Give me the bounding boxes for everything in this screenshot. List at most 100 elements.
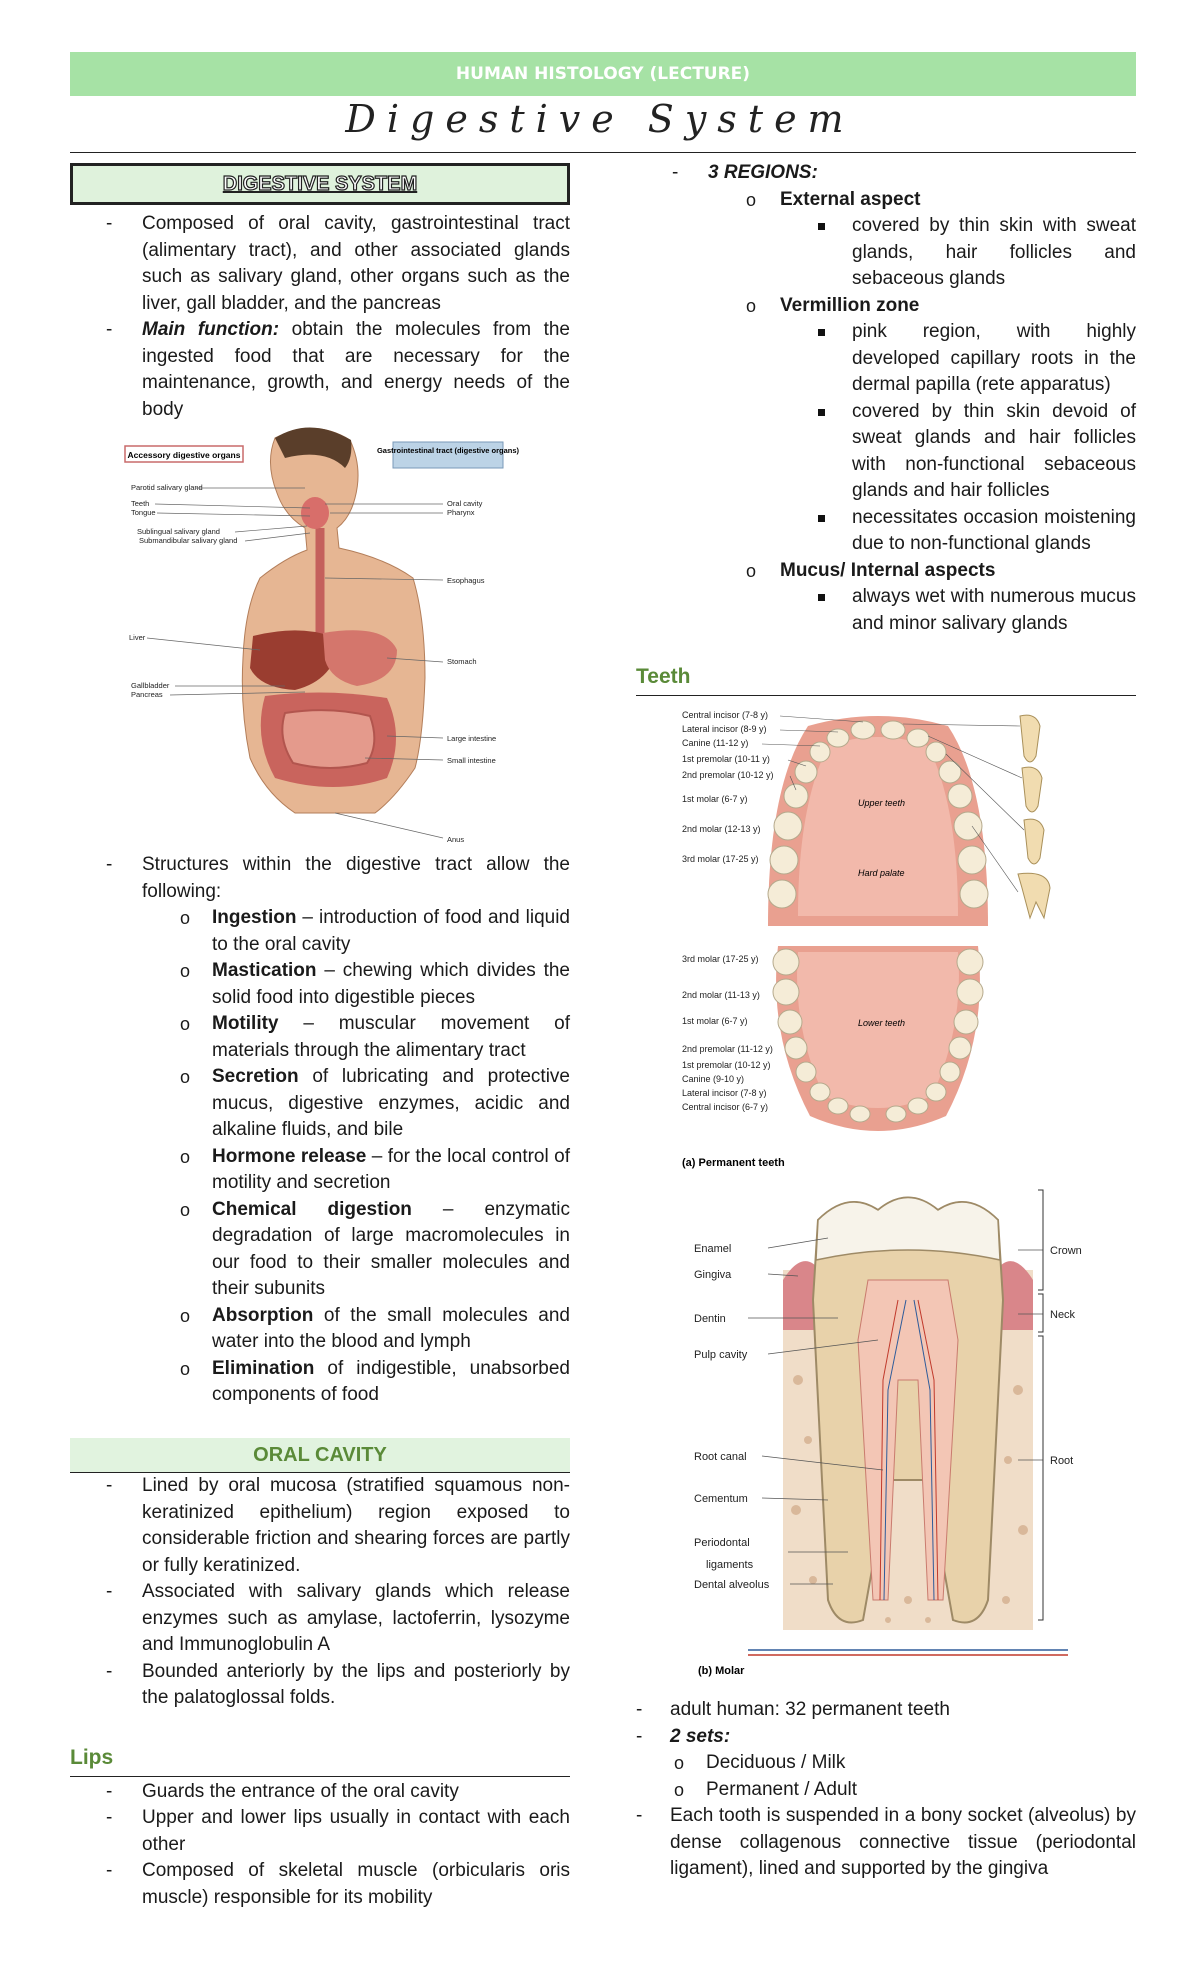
label-neck: Neck: [1050, 1309, 1076, 1321]
label-anus: Anus: [447, 835, 464, 844]
upper-label-central-incisor: Central incisor (7-8 y): [682, 710, 768, 720]
section-title-digestive: DIGESTIVE SYSTEM: [70, 163, 570, 205]
vermillion-detail-3: necessitates occasion moistening due to …: [672, 505, 1136, 558]
left-column-lower: Structures within the digestive tract al…: [70, 852, 570, 1409]
function-hormone-release: Hormone release – for the local control …: [70, 1144, 570, 1197]
right-organ-labels: Oral cavity Pharynx Esophagus Stomach La…: [447, 499, 496, 844]
label-large-intestine: Large intestine: [447, 734, 496, 743]
label-teeth: Teeth: [131, 499, 149, 508]
pulp-cavity-shape: [857, 1279, 959, 1601]
label-root: Root: [1050, 1455, 1073, 1467]
upper-label-lateral-incisor: Lateral incisor (8-9 y): [682, 724, 767, 734]
function-mastication: Mastication – chewing which divides the …: [70, 958, 570, 1011]
function-ingestion: Ingestion – introduction of food and liq…: [70, 905, 570, 958]
lower-teeth-row: [772, 948, 984, 1123]
main-function-text: obtain the molecules from the ingested f…: [142, 319, 570, 420]
nerves: [883, 1299, 935, 1601]
bullet-socket: Each tooth is suspended in a bony socket…: [636, 1803, 1136, 1883]
label-pancreas: Pancreas: [131, 690, 163, 699]
molar-left-labels: Enamel Gingiva Dentin Pulp cavity Root c…: [694, 1243, 770, 1591]
blood-vessels: [879, 1299, 939, 1601]
tongue-area-shape: [797, 952, 959, 1108]
label-submandibular: Submandibular salivary gland: [139, 536, 237, 545]
lips-bullet-2: Upper and lower lips usually in contact …: [70, 1805, 570, 1858]
label-gingiva: Gingiva: [694, 1269, 732, 1281]
label-crown: Crown: [1050, 1245, 1082, 1257]
oral-bullet-1: Lined by oral mucosa (stratified squamou…: [70, 1473, 570, 1579]
enamel-shape: [815, 1196, 1001, 1261]
vermillion-detail-1: pink region, with highly developed capil…: [672, 319, 1136, 399]
label-parotid: Parotid salivary gland: [131, 483, 203, 492]
label-tongue: Tongue: [131, 508, 156, 517]
upper-label-3rd-molar: 3rd molar (17-25 y): [682, 854, 759, 864]
lower-label-central-incisor: Central incisor (6-7 y): [682, 1102, 768, 1112]
small-intestine-shape: [281, 709, 376, 769]
left-organ-labels: Parotid salivary gland Teeth Tongue Subl…: [129, 483, 237, 699]
label-root-canal: Root canal: [694, 1451, 747, 1463]
external-aspect-item: External aspect: [672, 187, 1136, 214]
molar-leader-lines: [748, 1237, 1043, 1585]
label-cementum: Cementum: [694, 1493, 748, 1505]
lips-regions: 3 REGIONS: External aspect covered by th…: [672, 160, 1136, 637]
lower-label-3rd-molar: 3rd molar (17-25 y): [682, 954, 759, 964]
bullet-main-function: Main function: obtain the molecules from…: [70, 317, 570, 423]
function-elimination: Elimination of indigestible, unabsorbed …: [70, 1356, 570, 1409]
lower-tooth-labels: 3rd molar (17-25 y) 2nd molar (11-13 y) …: [682, 954, 773, 1112]
oral-cavity-shape: [301, 497, 329, 529]
lower-label-1st-molar: 1st molar (6-7 y): [682, 1016, 748, 1026]
function-motility: Motility – muscular movement of material…: [70, 1011, 570, 1064]
label-ligaments: ligaments: [706, 1559, 754, 1571]
label-dental-alveolus: Dental alveolus: [694, 1579, 770, 1591]
lips-bullet-3: Composed of skeletal muscle (orbicularis…: [70, 1858, 570, 1911]
gi-tract-label-text: Gastrointestinal tract (digestive organs…: [377, 446, 520, 455]
vermillion-detail-2: covered by thin skin devoid of sweat gla…: [672, 399, 1136, 505]
bullet-adult-teeth: adult human: 32 permanent teeth: [636, 1697, 1136, 1724]
teeth-section: Teeth: [636, 664, 1136, 696]
tooth-leader-lines: [761, 715, 1025, 893]
bullet-intro: Composed of oral cavity, gastrointestina…: [70, 211, 570, 317]
function-secretion: Secretion of lubricating and protective …: [70, 1064, 570, 1144]
upper-teeth-label: Upper teeth: [858, 798, 905, 808]
function-chemical-digestion: Chemical digestion – enzymatic degradati…: [70, 1197, 570, 1303]
label-gallbladder: Gallbladder: [131, 681, 170, 690]
label-oral-cavity: Oral cavity: [447, 499, 483, 508]
teeth-heading: Teeth: [636, 664, 1136, 696]
page-header: HUMAN HISTOLOGY (LECTURE): [70, 52, 1136, 96]
mucus-item: Mucus/ Internal aspects: [672, 558, 1136, 585]
caption-molar: (b) Molar: [698, 1665, 745, 1677]
label-dentin: Dentin: [694, 1313, 726, 1325]
label-liver: Liver: [129, 633, 146, 642]
oral-bullet-2: Associated with salivary glands which re…: [70, 1579, 570, 1659]
liver-shape: [250, 630, 340, 690]
hard-palate-shape: [798, 737, 958, 916]
gi-tract-label: Gastrointestinal tract (digestive organs…: [377, 446, 520, 455]
upper-tooth-labels: Central incisor (7-8 y) Lateral incisor …: [682, 710, 774, 864]
label-stomach: Stomach: [447, 657, 477, 666]
bullet-structures: Structures within the digestive tract al…: [70, 852, 570, 905]
mucus-detail: always wet with numerous mucus and minor…: [672, 584, 1136, 637]
label-periodontal: Periodontal: [694, 1537, 750, 1549]
teeth-facts: adult human: 32 permanent teeth 2 sets: …: [636, 1697, 1136, 1883]
page-title: Digestive System: [345, 97, 855, 141]
gi-tract-box: [392, 441, 504, 469]
label-pulp-cavity: Pulp cavity: [694, 1349, 748, 1361]
oral-cavity-section: ORAL CAVITY Lined by oral mucosa (strati…: [70, 1438, 570, 1712]
upper-teeth-row: [767, 720, 989, 909]
hard-palate-label: Hard palate: [858, 868, 905, 878]
label-enamel: Enamel: [694, 1243, 731, 1255]
molar-right-labels: Crown Neck Root: [1050, 1245, 1082, 1467]
lower-label-2nd-molar: 2nd molar (11-13 y): [682, 990, 760, 1000]
title-divider: [70, 152, 1136, 153]
external-aspect-detail: covered by thin skin with sweat glands, …: [672, 213, 1136, 293]
molar-brackets: [1038, 1189, 1044, 1621]
upper-label-1st-premolar: 1st premolar (10-11 y): [682, 754, 770, 764]
bone-pores: [791, 1375, 1028, 1623]
oral-bullet-3: Bounded anteriorly by the lips and poste…: [70, 1659, 570, 1712]
lower-teeth-label: Lower teeth: [858, 1018, 905, 1028]
molar-figure: Enamel Gingiva Dentin Pulp cavity Root c…: [694, 1189, 1082, 1677]
lips-bullet-1: Guards the entrance of the oral cavity: [70, 1779, 570, 1806]
label-sublingual: Sublingual salivary gland: [137, 527, 220, 536]
lips-heading: Lips: [70, 1745, 570, 1777]
lower-label-lateral-incisor: Lateral incisor (7-8 y): [682, 1088, 767, 1098]
label-pharynx: Pharynx: [447, 508, 475, 517]
